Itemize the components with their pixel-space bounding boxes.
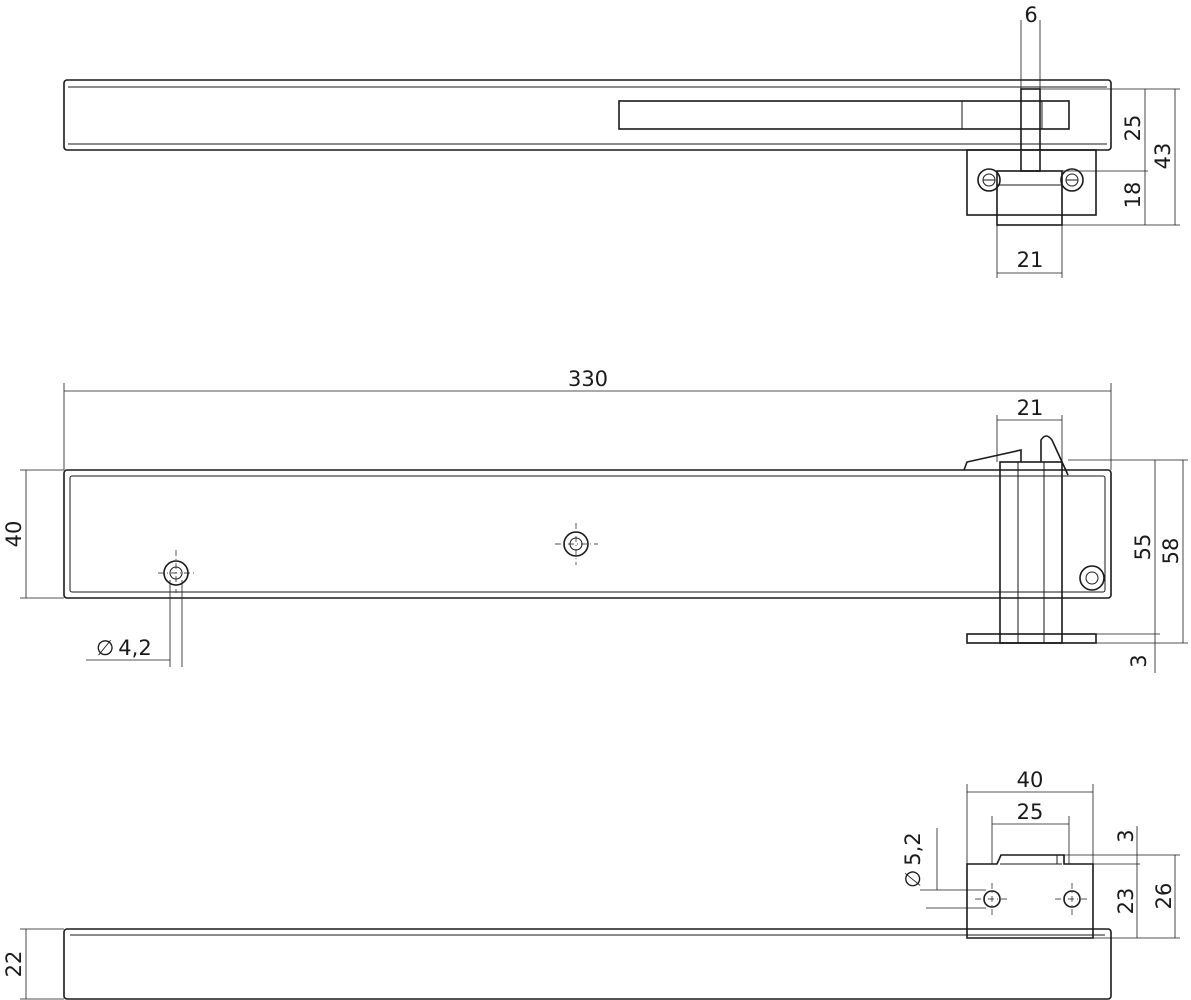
front-dim-21: 21 bbox=[1017, 396, 1044, 420]
front-view-latch-left bbox=[963, 449, 1022, 471]
top-dim-25: 25 bbox=[1121, 115, 1145, 142]
front-view-bar bbox=[63, 469, 1112, 599]
front-dim-55: 55 bbox=[1131, 534, 1155, 561]
top-dim-43: 43 bbox=[1151, 143, 1175, 170]
top-view-slot bbox=[618, 100, 1070, 130]
bottom-dim-26: 26 bbox=[1152, 883, 1176, 910]
front-view-bracket-block bbox=[999, 461, 1063, 644]
top-dim-6: 6 bbox=[1024, 3, 1037, 27]
bottom-dim-40: 40 bbox=[1017, 768, 1044, 792]
front-view-hole-center bbox=[555, 523, 598, 565]
front-dim-40: 40 bbox=[2, 521, 26, 548]
bottom-dim-23: 23 bbox=[1114, 888, 1138, 915]
front-view-hole-right bbox=[1079, 565, 1105, 591]
top-view-bracket-plate bbox=[966, 149, 1097, 216]
top-dim-18: 18 bbox=[1121, 182, 1145, 209]
front-view-latch-right bbox=[1040, 435, 1069, 476]
top-view-bar bbox=[63, 79, 1112, 151]
bottom-view: 40 25 3 23 26 22 ∅5,2 bbox=[2, 768, 1180, 1000]
front-dim-3: 3 bbox=[1127, 654, 1151, 667]
front-view: 330 21 bbox=[2, 367, 1188, 673]
bottom-view-bracket-plate bbox=[966, 854, 1094, 939]
bottom-view-hole-right bbox=[1055, 883, 1088, 915]
top-view: 6 25 43 18 21 bbox=[63, 3, 1180, 278]
top-dim-21: 21 bbox=[1017, 248, 1044, 272]
bottom-dim-3: 3 bbox=[1114, 829, 1138, 842]
top-view-screw-right bbox=[1060, 168, 1084, 192]
bottom-dim-25: 25 bbox=[1017, 800, 1044, 824]
front-dim-330: 330 bbox=[568, 367, 608, 391]
bottom-dim-22: 22 bbox=[2, 951, 26, 978]
front-view-hole-left bbox=[158, 550, 196, 593]
bottom-view-bar bbox=[63, 928, 1112, 1000]
top-view-screw-left bbox=[977, 168, 1001, 192]
bottom-view-hole-left bbox=[975, 883, 1008, 915]
bottom-dim-hole-dia: ∅5,2 bbox=[901, 832, 925, 888]
top-view-bracket-block bbox=[996, 170, 1063, 226]
front-dim-hole-dia: ∅4,2 bbox=[96, 636, 152, 660]
front-dim-58: 58 bbox=[1159, 538, 1183, 565]
front-view-bracket-base bbox=[966, 633, 1097, 644]
